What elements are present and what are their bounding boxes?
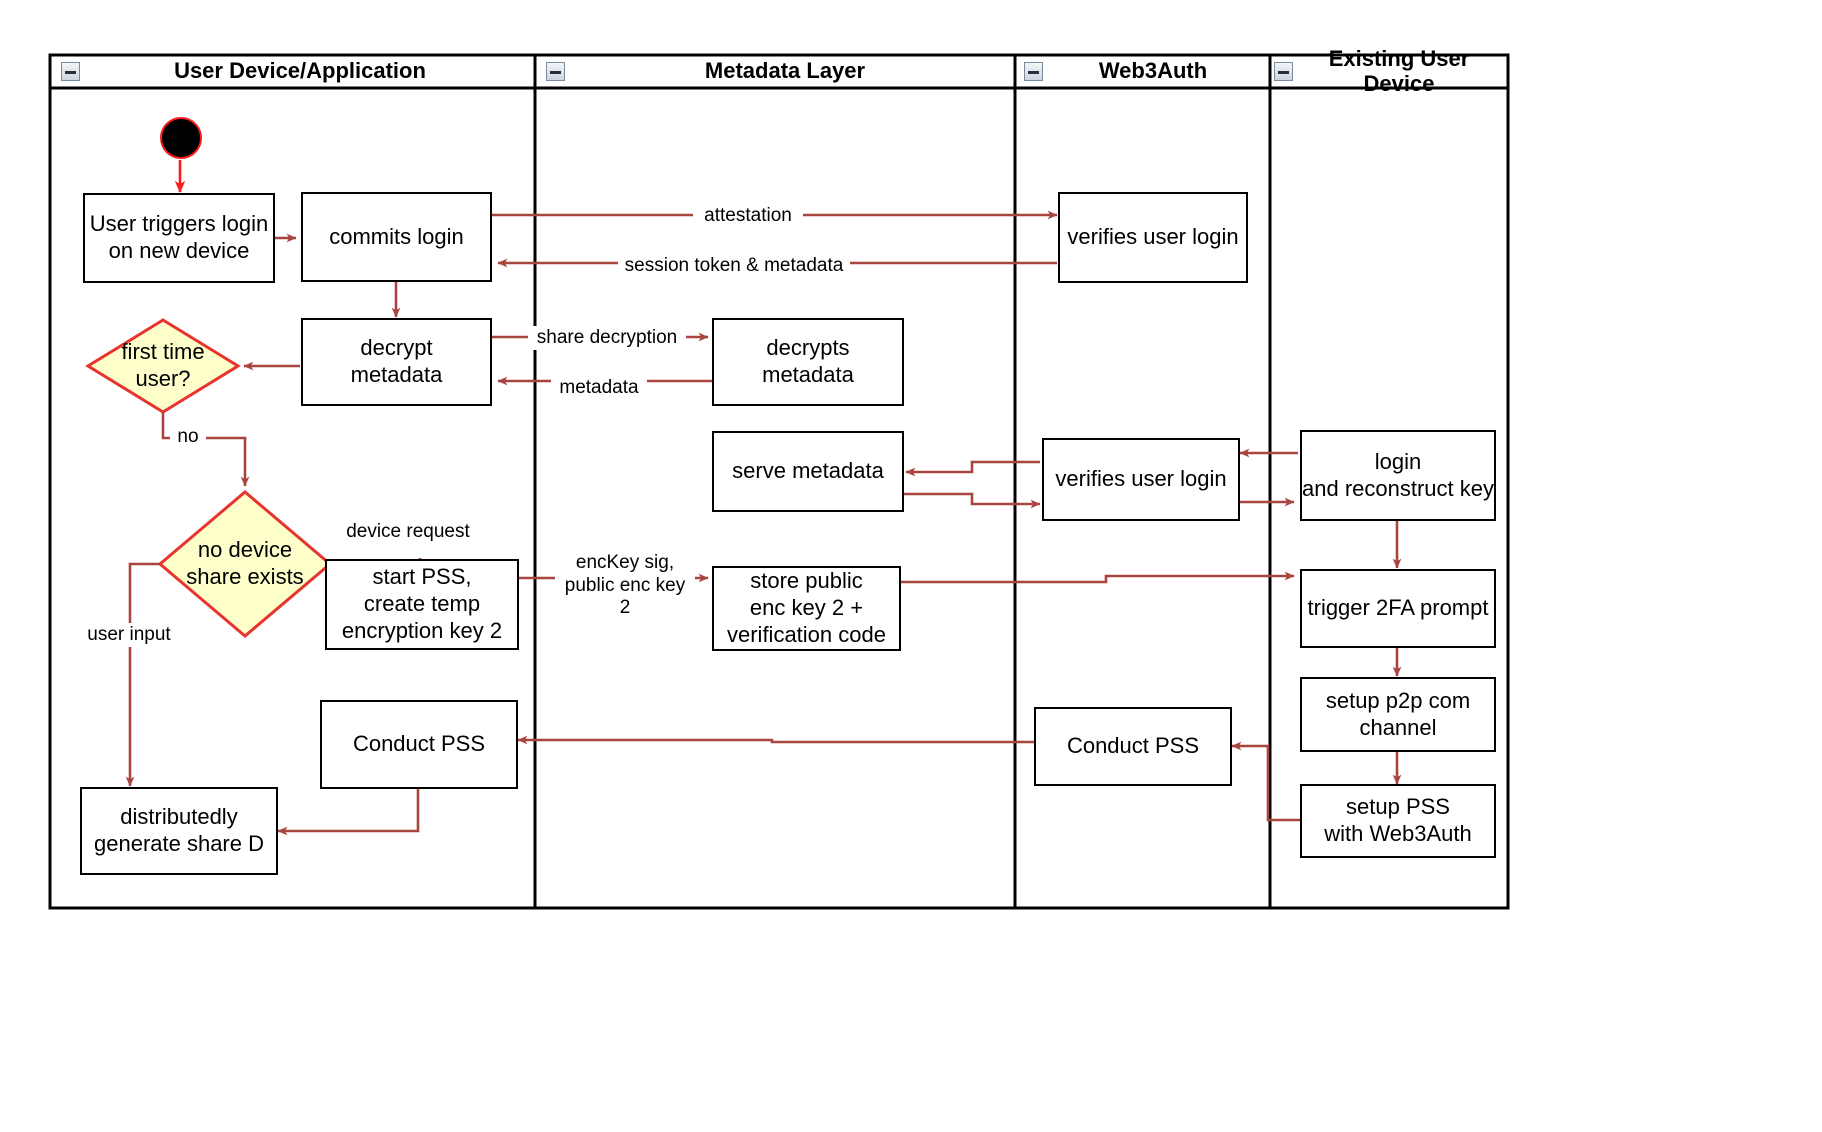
node-conduct-pss-user[interactable]: Conduct PSS <box>320 700 518 789</box>
edge-label-attestation: attestation <box>693 204 803 228</box>
edge-label-metadata: metadata <box>551 376 647 400</box>
edge-serve-metadata-to-verifies2 <box>902 492 1041 509</box>
decision-no-device-share-shape <box>157 490 333 638</box>
collapse-minus-icon-metadata-layer[interactable] <box>546 62 565 81</box>
edge-label-session-token-metadata: session token & metadata <box>618 254 850 278</box>
edge-label-device-request: device request <box>341 520 475 544</box>
node-serve-metadata[interactable]: serve metadata <box>712 431 904 512</box>
edge-label-user-input: user input <box>77 623 181 647</box>
edge-verifies2-to-serve-metadata-a <box>905 460 1040 477</box>
lane-header-existing-user-device: Existing User Device <box>1328 46 1470 96</box>
node-commits-login[interactable]: commits login <box>301 192 492 282</box>
collapse-minus-icon-web3auth[interactable] <box>1024 62 1043 81</box>
node-conduct-pss-web3auth[interactable]: Conduct PSS <box>1034 707 1232 786</box>
node-verifies-user-login-1[interactable]: verifies user login <box>1058 192 1248 283</box>
collapse-minus-icon-existing-user-device[interactable] <box>1274 62 1293 81</box>
edge-conduct-pss-web3auth-to-conduct-pss-user <box>517 735 1034 745</box>
edge-label-share-decryption: share decryption <box>528 326 686 350</box>
edge-store-public-key-to-trigger-2fa <box>900 571 1295 584</box>
lane-header-metadata-layer: Metadata Layer <box>704 58 866 84</box>
edge-conduct-pss-user-to-generate-share-d <box>277 789 420 836</box>
node-verifies-user-login-2[interactable]: verifies user login <box>1042 438 1240 521</box>
collapse-minus-icon-user-device[interactable] <box>61 62 80 81</box>
edge-setup-pss-to-conduct-pss-web3auth <box>1231 741 1302 822</box>
edge-no-device-share-to-generate-share-d <box>125 562 160 787</box>
initial-node <box>160 117 202 159</box>
edge-label-no: no <box>170 425 206 450</box>
decision-shapes <box>85 318 333 638</box>
node-trigger-2fa-prompt[interactable]: trigger 2FA prompt <box>1300 569 1496 648</box>
edge-label-enckey-sig-public-enc-key-2: encKey sig,public enc key 2 <box>555 552 695 618</box>
lane-header-user-device-application: User Device/Application <box>174 58 426 84</box>
lane-header-web3auth: Web3Auth <box>1098 58 1208 84</box>
